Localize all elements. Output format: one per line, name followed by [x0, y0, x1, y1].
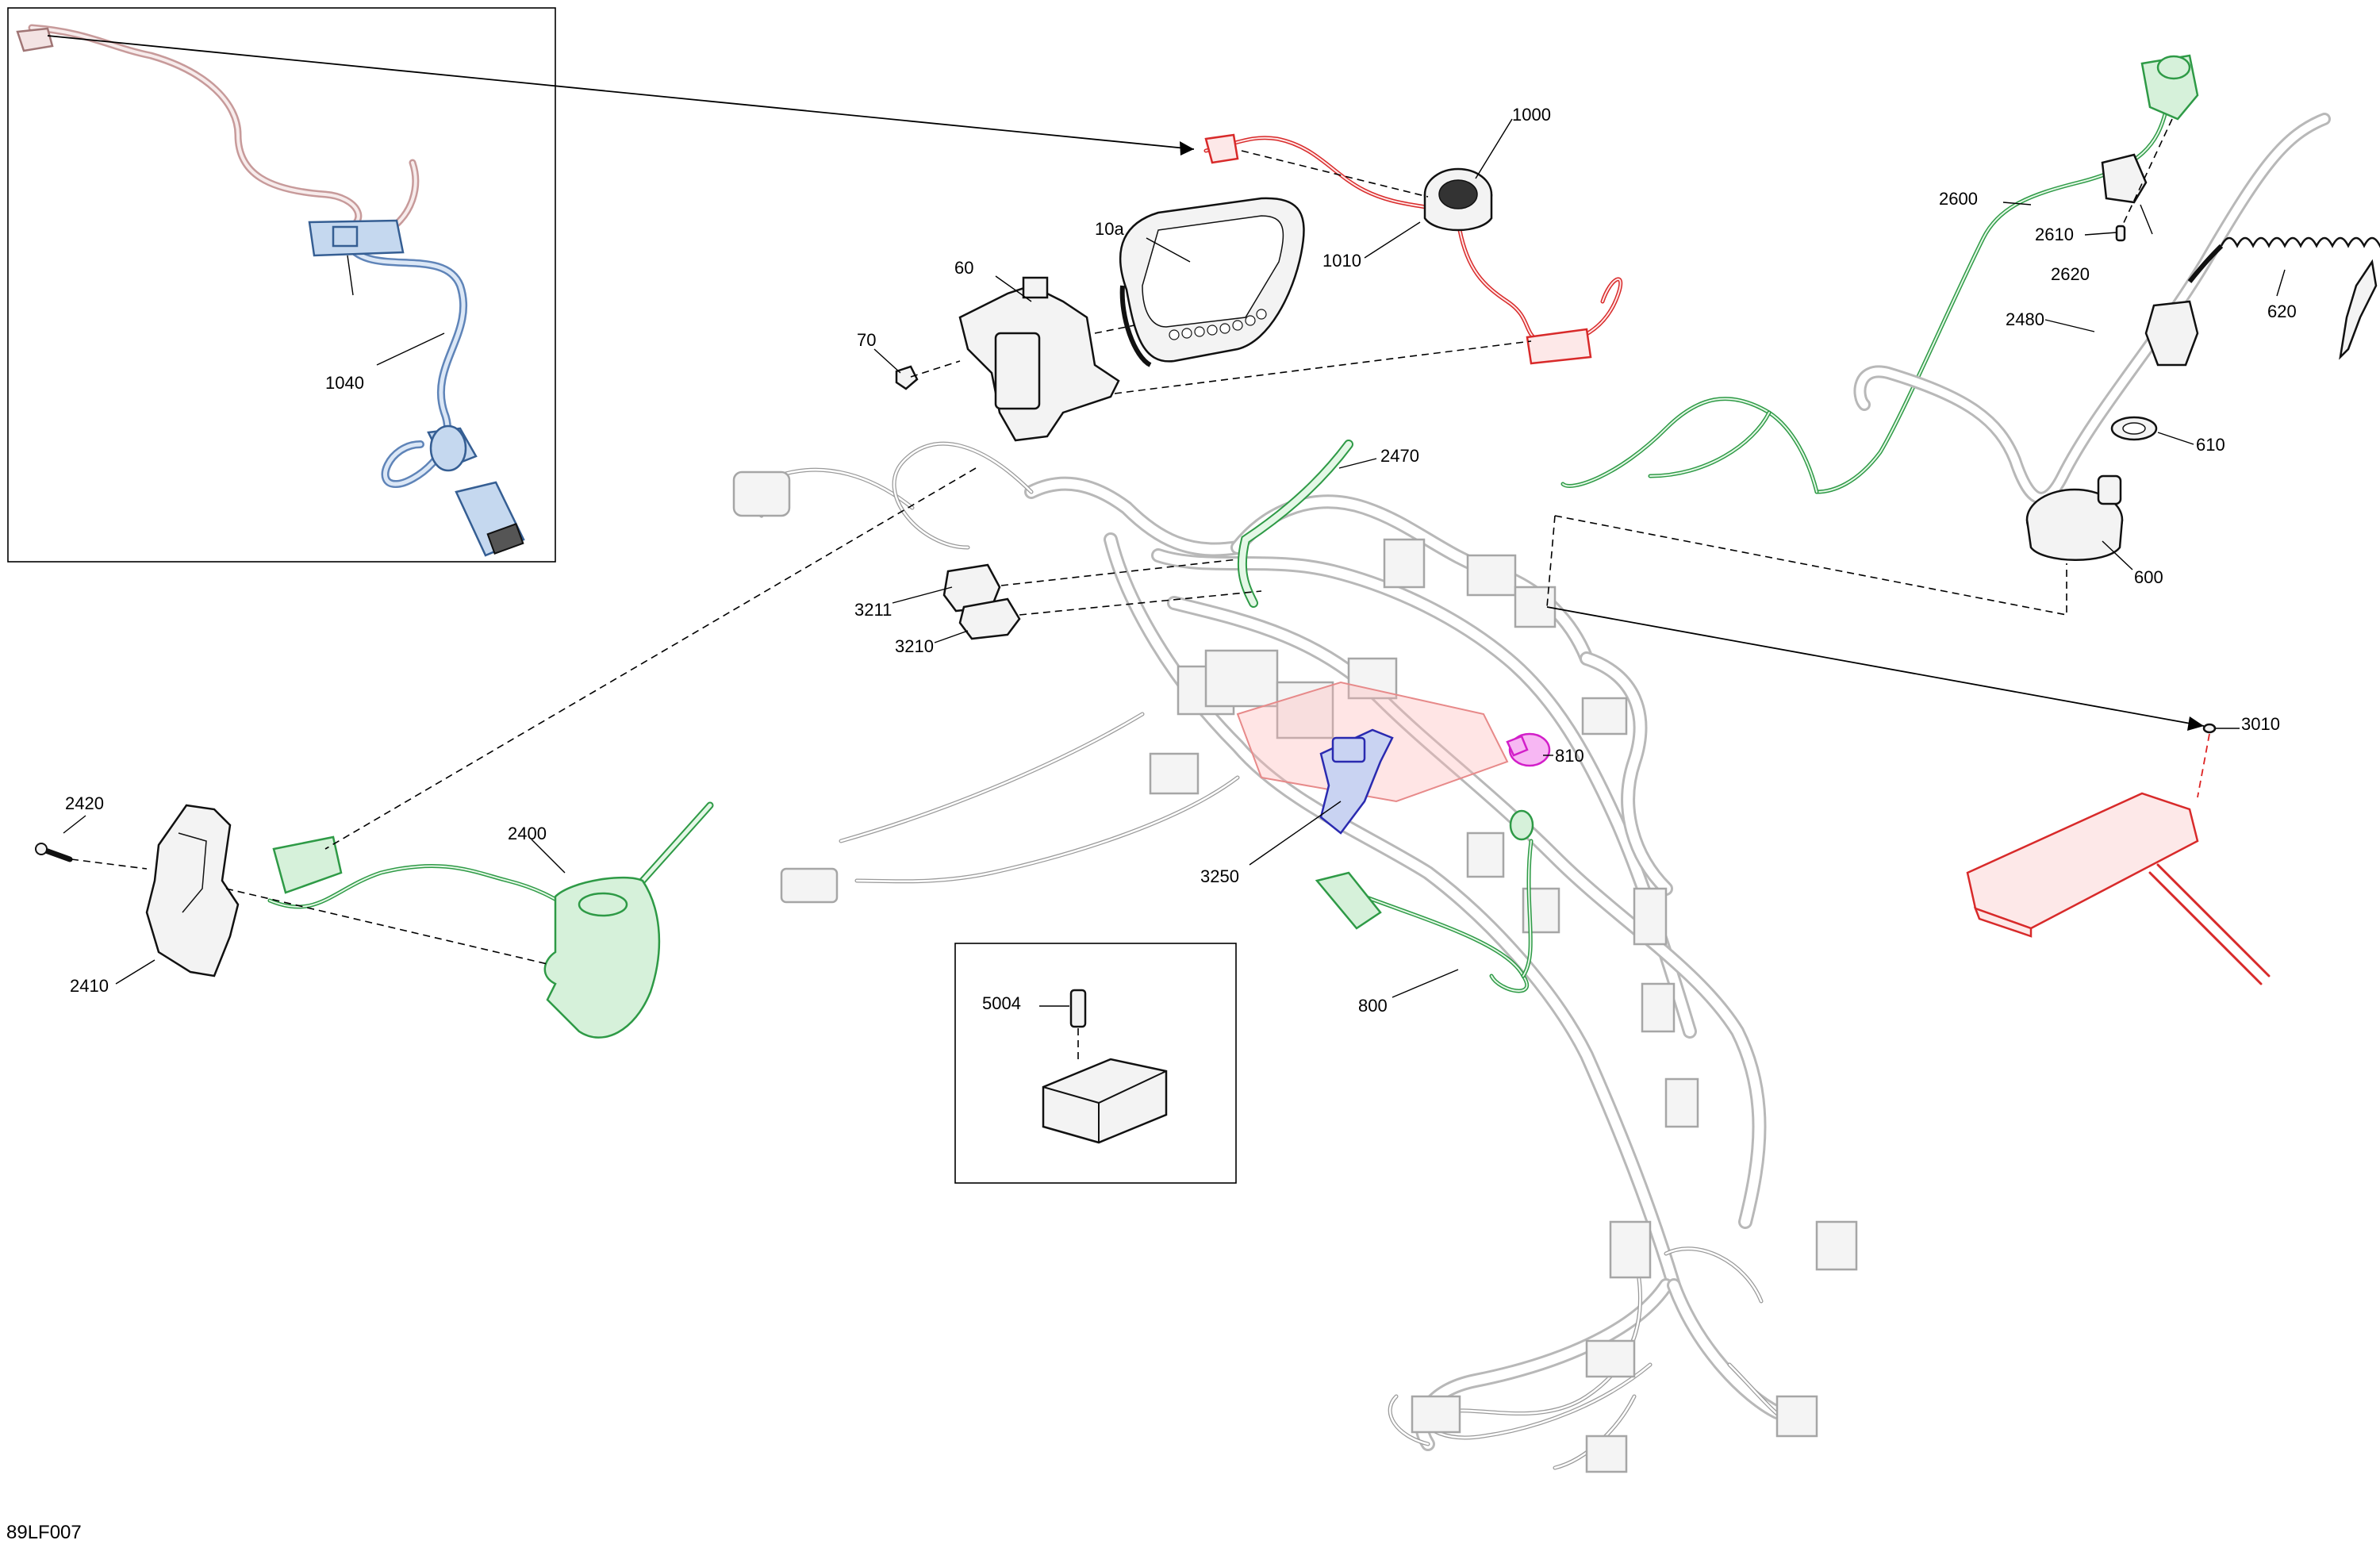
callout-1040: 1040 — [325, 373, 364, 393]
part-2610-clip — [2101, 153, 2148, 204]
callout-620: 620 — [2267, 302, 2297, 321]
callout-2410: 2410 — [70, 976, 109, 996]
part-620-lanyard — [2144, 236, 2380, 367]
part-2410-bracket — [145, 804, 240, 977]
callout-2400: 2400 — [508, 824, 547, 843]
callout-5004: 5004 — [982, 993, 1021, 1013]
callout-1010: 1010 — [1322, 251, 1361, 271]
callout-1000: 1000 — [1512, 105, 1551, 125]
part-2480-rod — [1853, 113, 2331, 505]
main-wiring-harness — [732, 441, 1858, 1473]
part-810-cap — [1506, 732, 1551, 767]
callout-70: 70 — [857, 330, 876, 350]
callout-800: 800 — [1358, 996, 1388, 1016]
cable-1040-assembly — [16, 24, 525, 557]
callout-3250: 3250 — [1200, 866, 1239, 886]
part-2470-strap — [1237, 440, 1353, 608]
callout-610: 610 — [2196, 435, 2225, 455]
part-70-screw — [895, 365, 919, 390]
part-3250-bracket — [1319, 728, 1394, 835]
callout-3210: 3210 — [895, 636, 934, 656]
part-5004-fuse — [1069, 989, 1087, 1028]
part-1000-socket — [1423, 167, 1493, 232]
figure-code: 89LF007 — [6, 1522, 82, 1543]
callout-2620: 2620 — [2051, 264, 2090, 284]
callout-2600: 2600 — [1939, 189, 1978, 209]
inset-frame-top-left — [7, 7, 556, 563]
callout-3010: 3010 — [2241, 714, 2280, 734]
part-600-switch — [2025, 474, 2124, 561]
callout-60: 60 — [954, 258, 973, 278]
callout-2470: 2470 — [1380, 446, 1419, 466]
callout-2420: 2420 — [65, 793, 104, 813]
inset-frame-module — [954, 943, 1237, 1184]
part-60-bracket — [958, 276, 1120, 442]
callout-600: 600 — [2134, 567, 2163, 587]
callout-2480: 2480 — [2006, 309, 2044, 329]
part-2420-screw — [35, 843, 73, 862]
part-3210-connector — [958, 597, 1021, 640]
part-610-ring — [2110, 416, 2158, 441]
fuse-box-module — [1042, 1058, 1168, 1144]
part-3010-ecu — [1966, 723, 2271, 985]
leader-lines — [47, 35, 2286, 1059]
part-10a-display — [1119, 197, 1305, 367]
callout-10a: 10a — [1095, 219, 1124, 239]
callout-2610: 2610 — [2035, 225, 2074, 244]
part-2620-screw — [2115, 225, 2126, 242]
cable-2600 — [1560, 54, 2199, 494]
harness-2400 — [267, 801, 714, 1039]
harness-1010 — [1203, 133, 1623, 365]
callout-810: 810 — [1555, 746, 1584, 766]
callout-3211: 3211 — [854, 600, 892, 620]
harness-800 — [1315, 809, 1534, 993]
